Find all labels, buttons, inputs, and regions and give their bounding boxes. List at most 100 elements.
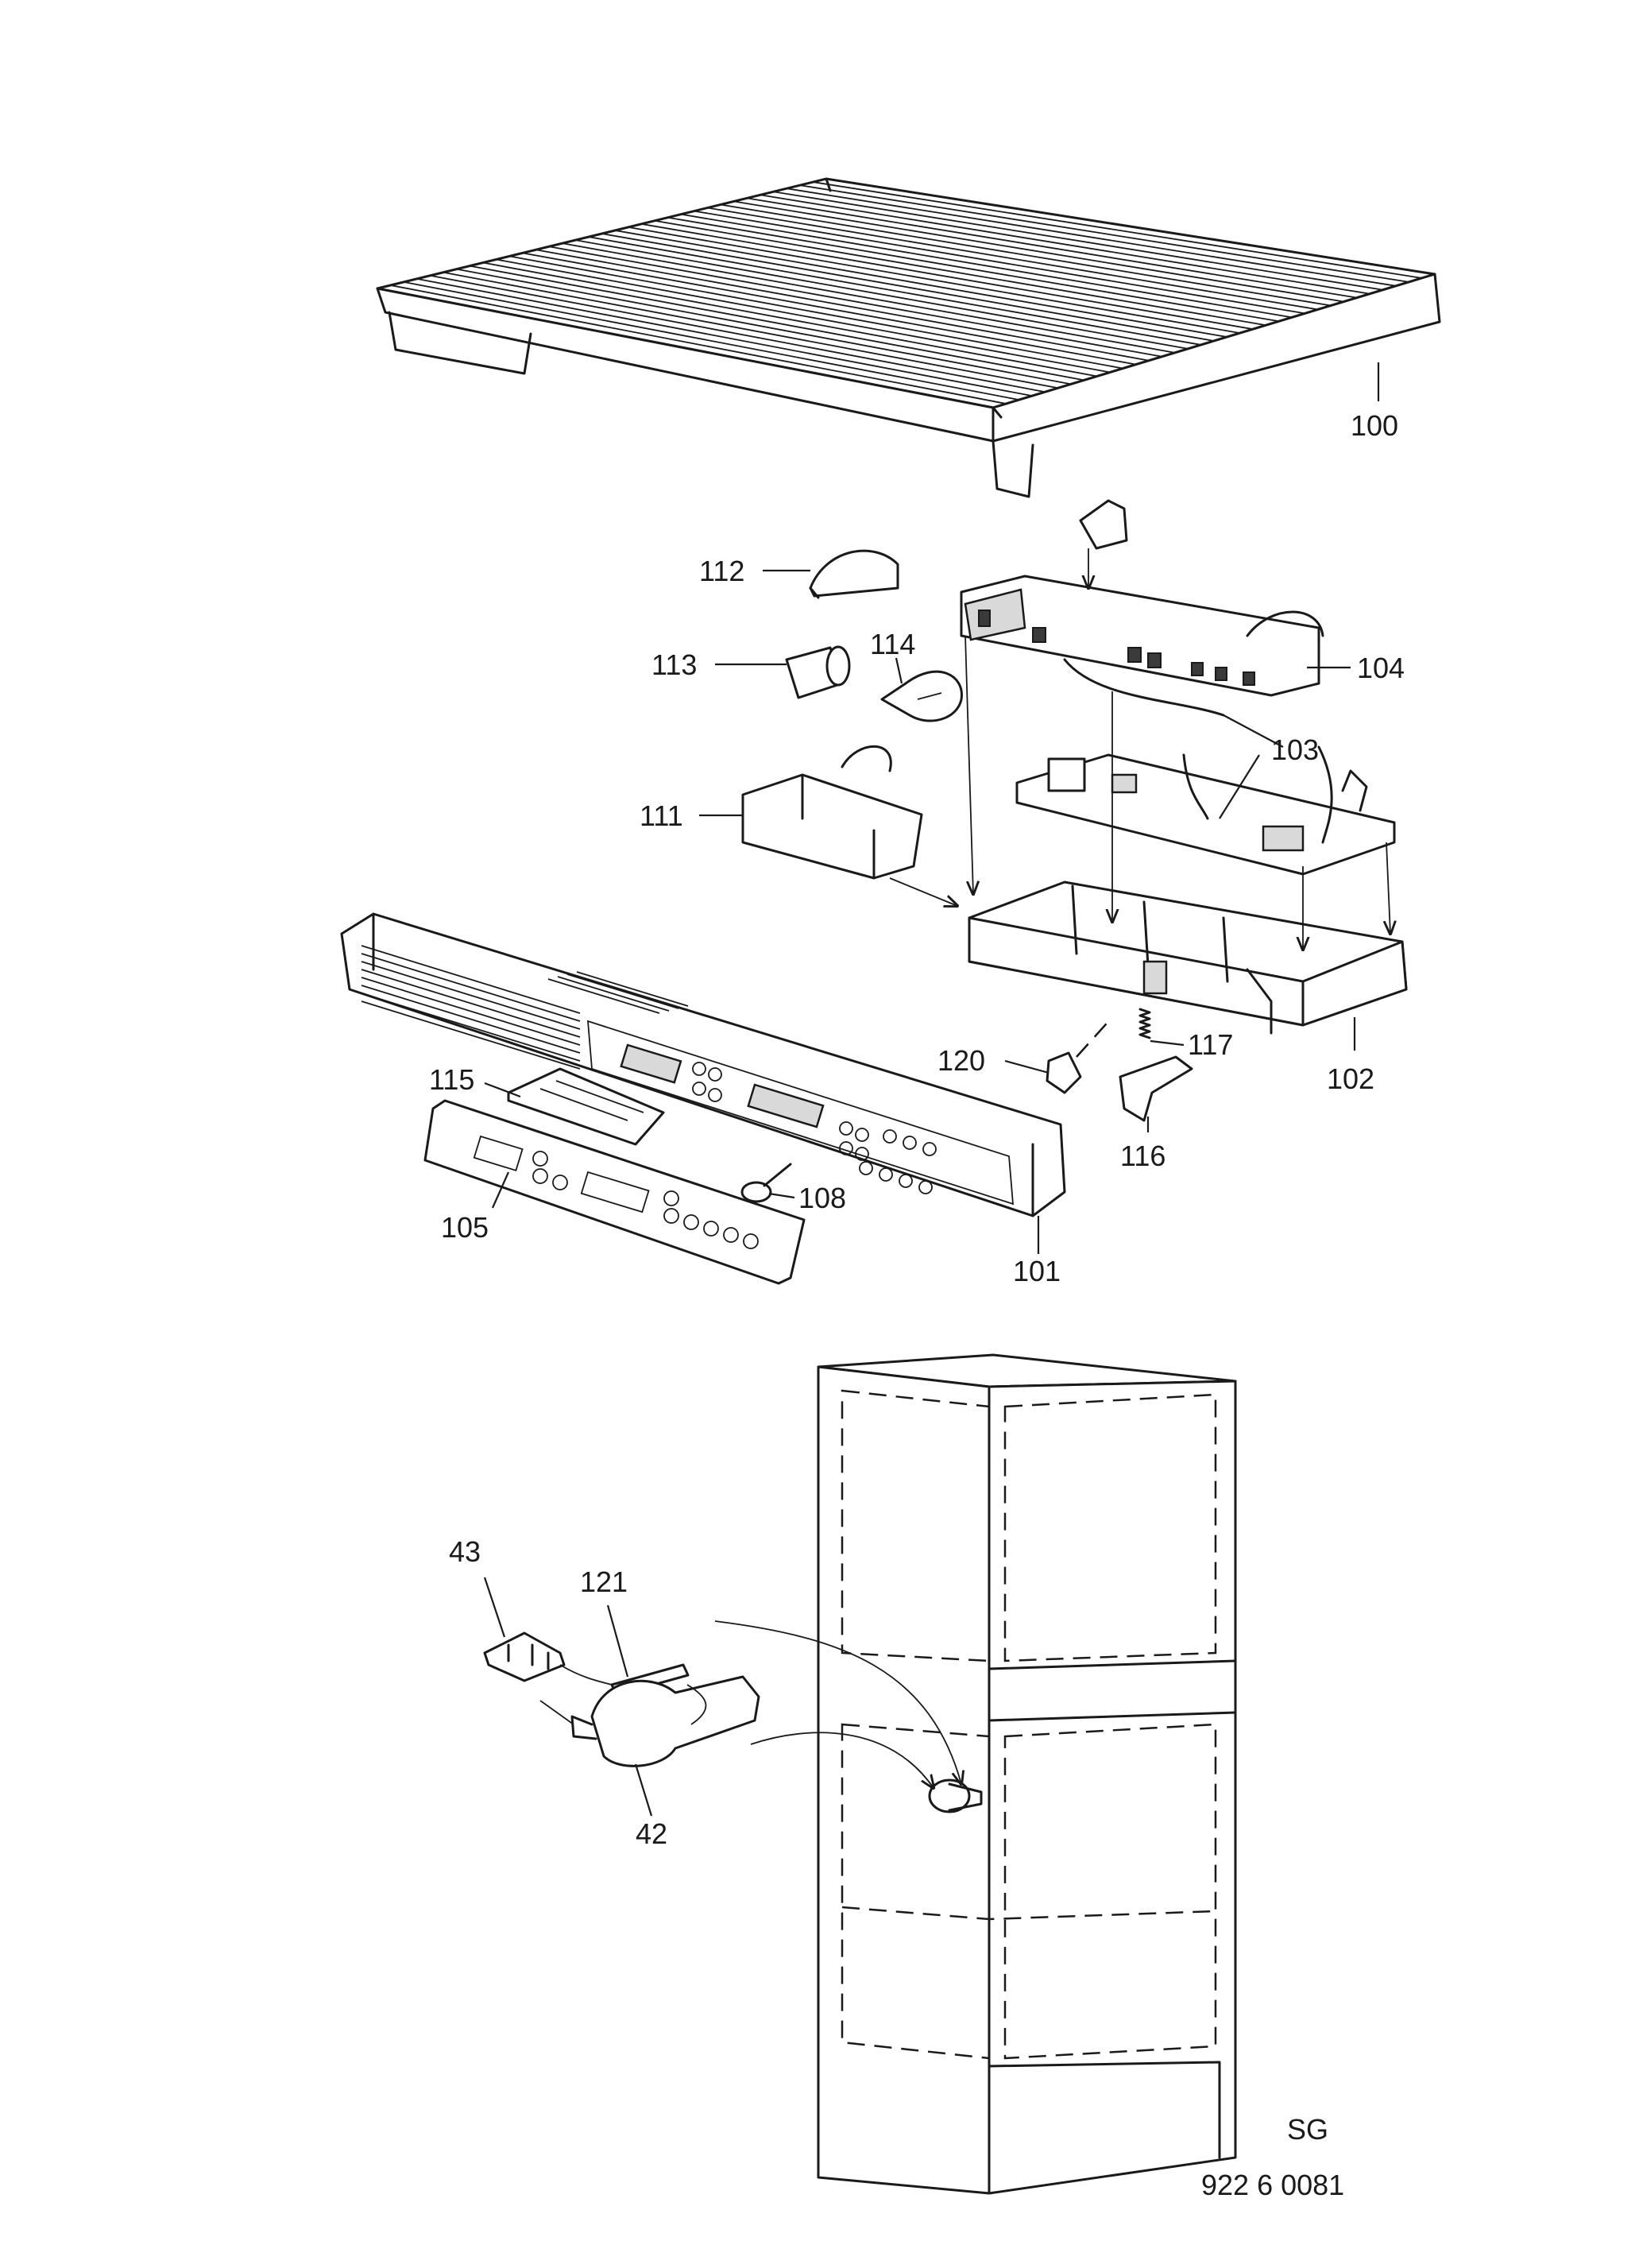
label-120: 120 xyxy=(937,1044,985,1077)
label-121: 121 xyxy=(580,1566,628,1598)
cover-rib xyxy=(614,230,1227,338)
part-120-switch xyxy=(1046,1016,1113,1094)
part-103-power-board xyxy=(1015,745,1396,876)
cover-rib xyxy=(773,191,1383,291)
part-112-lamp-cover xyxy=(809,549,899,599)
label-117: 117 xyxy=(1188,1028,1233,1061)
overlay-button xyxy=(723,1227,739,1243)
panel-button xyxy=(883,1129,897,1144)
panel-button xyxy=(839,1121,853,1136)
label-115: 115 xyxy=(429,1063,474,1096)
part-42-thermostat xyxy=(539,1675,760,1767)
cover-rib xyxy=(787,188,1397,287)
panel-vent-slot xyxy=(361,1000,581,1070)
label-112: 112 xyxy=(699,555,744,587)
panel-button xyxy=(859,1161,873,1175)
panel-vent-slot xyxy=(361,945,581,1014)
label-103: 103 xyxy=(1271,733,1319,766)
overlay-button xyxy=(532,1168,548,1184)
panel-button xyxy=(692,1062,706,1076)
cover-rib xyxy=(707,207,1318,311)
panel-button xyxy=(879,1167,893,1182)
cover-rib xyxy=(390,284,1007,404)
fridge-cabinet xyxy=(817,1353,1237,2195)
part-100-top-cover xyxy=(376,177,1441,498)
cover-rib xyxy=(733,200,1344,303)
panel-vent-slot xyxy=(361,977,581,1046)
panel-vent-slot xyxy=(557,976,670,1012)
label-116: 116 xyxy=(1120,1140,1165,1172)
label-113: 113 xyxy=(651,648,697,681)
overlay-button xyxy=(663,1190,679,1206)
label-42: 42 xyxy=(636,1817,667,1850)
label-111: 111 xyxy=(640,799,683,832)
label-104: 104 xyxy=(1357,652,1405,684)
panel-vent-slot xyxy=(576,971,689,1007)
panel-button xyxy=(708,1088,722,1102)
lower-assembly-arrows xyxy=(714,1620,961,1788)
leader-lines xyxy=(483,362,1380,1817)
cover-rib xyxy=(509,255,1123,370)
cover-rib xyxy=(456,268,1072,385)
cover-rib xyxy=(430,274,1046,393)
panel-vent-slot xyxy=(361,953,581,1022)
cover-rib xyxy=(535,249,1150,362)
part-115-clip xyxy=(507,1067,665,1146)
cover-rib xyxy=(667,216,1279,323)
part-108-button xyxy=(740,1163,792,1203)
panel-button xyxy=(899,1174,913,1188)
cover-rib xyxy=(601,233,1215,342)
part-43-clip xyxy=(483,1631,566,1682)
part-102-housing xyxy=(968,880,1408,1035)
overlay-button xyxy=(683,1214,699,1230)
part-101-control-panel xyxy=(340,912,1066,1217)
cover-rib xyxy=(522,252,1137,366)
panel-button xyxy=(903,1136,917,1150)
cover-rib xyxy=(404,281,1019,401)
panel-vent-slot xyxy=(361,969,581,1038)
label-101: 101 xyxy=(1013,1255,1061,1287)
cover-rib xyxy=(416,277,1033,397)
panel-button xyxy=(922,1142,937,1156)
panel-vent-slot xyxy=(361,961,581,1030)
part-116-latch xyxy=(1119,1055,1193,1122)
part-117-spring xyxy=(1138,1008,1151,1039)
label-114: 114 xyxy=(870,628,915,660)
panel-button xyxy=(918,1180,933,1194)
overlay-button xyxy=(552,1175,568,1190)
footer-drawing-number: 922 6 0081 xyxy=(1201,2169,1344,2201)
cover-rib xyxy=(760,194,1370,295)
cover-rib xyxy=(747,197,1358,299)
overlay-button xyxy=(743,1233,759,1249)
overlay-button xyxy=(703,1221,719,1237)
cover-rib xyxy=(443,271,1058,389)
cover-rib xyxy=(641,223,1254,331)
panel-button xyxy=(708,1067,722,1082)
cover-rib xyxy=(588,236,1201,346)
footer-code: SG xyxy=(1287,2113,1328,2146)
cover-rib xyxy=(654,219,1266,327)
overlay-button xyxy=(663,1208,679,1224)
cover-rib xyxy=(548,246,1162,358)
panel-vent-slot xyxy=(361,985,581,1054)
panel-button xyxy=(855,1147,869,1161)
cover-rib xyxy=(562,242,1176,354)
cover-rib xyxy=(813,181,1422,279)
cover-rib xyxy=(496,258,1111,373)
cover-rib xyxy=(470,265,1084,381)
part-105-display-overlay xyxy=(423,1099,806,1285)
assembly-arrows xyxy=(889,548,1390,950)
cover-rib xyxy=(575,239,1189,350)
label-100: 100 xyxy=(1351,409,1398,442)
part-labels: 100 112 113 114 104 103 111 120 117 102 … xyxy=(429,409,1405,2201)
label-43: 43 xyxy=(449,1535,481,1568)
cover-rib xyxy=(799,184,1409,283)
part-114-bulb xyxy=(880,670,963,722)
cover-rib xyxy=(482,261,1097,377)
label-102: 102 xyxy=(1327,1062,1374,1095)
part-111-lamp-housing xyxy=(741,745,923,880)
cover-rib xyxy=(628,226,1240,335)
panel-vent-slot xyxy=(547,978,660,1014)
label-108: 108 xyxy=(798,1182,846,1214)
